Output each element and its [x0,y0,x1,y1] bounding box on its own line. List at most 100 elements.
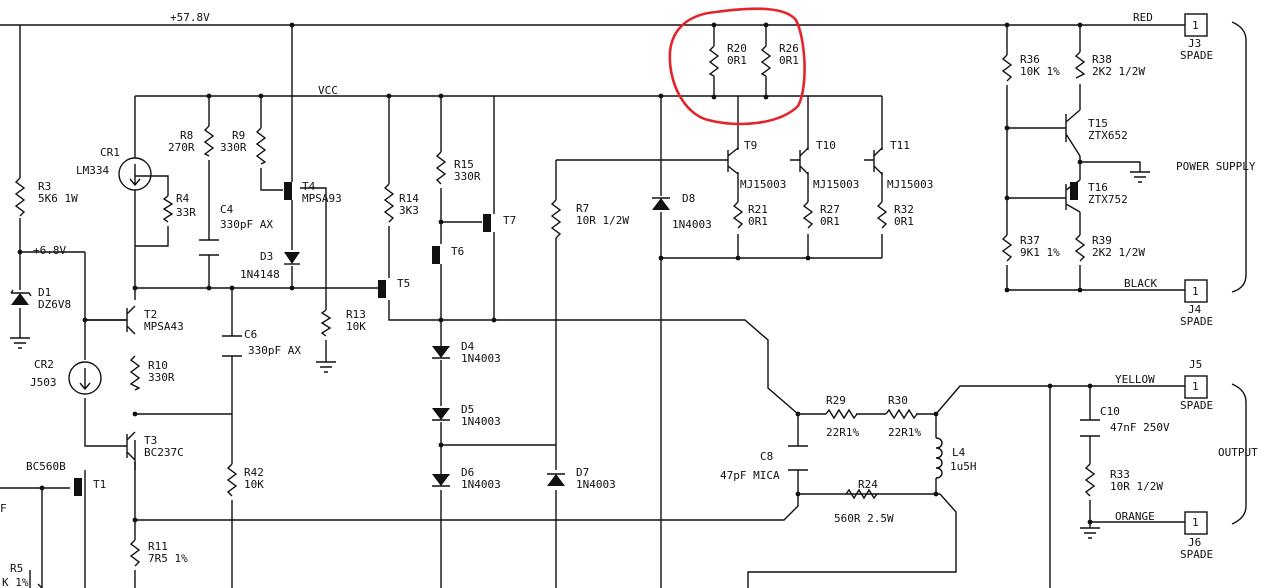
label-r30: R30 [888,394,908,407]
label-r9-value: 330R [220,141,247,154]
label-r14: R14 [399,192,419,205]
wires [0,21,1247,588]
label-t4-value: MPSA93 [302,192,342,205]
label-t16-value: ZTX752 [1088,193,1128,206]
label-black: BLACK [1124,277,1157,290]
label-r36: R36 [1020,53,1040,66]
label-t3: T3 [144,434,157,447]
label-r39-value: 2K2 1/2W [1092,246,1145,259]
label-power-supply: POWER SUPPLY [1176,160,1256,173]
label-r29-value: 22R1% [826,426,859,439]
label-d7-value: 1N4003 [576,478,616,491]
label-d8-value: 1N4003 [672,218,712,231]
label-r20: R20 [727,42,747,55]
label-c10: C10 [1100,405,1120,418]
label-yellow: YELLOW [1115,373,1155,386]
label-d8: D8 [682,192,695,205]
diodes [10,197,670,487]
label-r8-value: 270R [168,141,195,154]
highlight-r20-r26 [668,7,806,126]
label-r8: R8 [180,129,193,142]
label-j5-type: SPADE [1180,399,1213,412]
label-t3-value: BC237C [144,446,184,459]
connectors [1184,13,1208,535]
label-r37: R37 [1020,234,1040,247]
label-c10-value: 47nF 250V [1110,421,1170,434]
label-j5: J5 [1189,358,1202,371]
label-r5: R5 [10,562,23,575]
label-t6: T6 [451,245,464,258]
label-d6-value: 1N4003 [461,478,501,491]
label-r11: R11 [148,540,168,553]
label-r33: R33 [1110,468,1130,481]
label-r29: R29 [826,394,846,407]
label-mj-t11: MJ15003 [887,178,933,191]
label-r11-value: 7R5 1% [148,552,188,565]
label-t2-value: MPSA43 [144,320,184,333]
label-r4-value: 33R [176,206,196,219]
label-output: OUTPUT [1218,446,1258,459]
label-d1-value: DZ6V8 [38,298,71,311]
label-r30-value: 22R1% [888,426,921,439]
label-t2: T2 [144,308,157,321]
label-mj-t10: MJ15003 [813,178,859,191]
label-c4: C4 [220,203,234,216]
label-r21-value: 0R1 [748,215,768,228]
label-r7-value: 10R 1/2W [576,214,629,227]
label-r13-value: 10K [346,320,366,333]
label-r24: R24 [858,478,878,491]
label-j6-type: SPADE [1180,548,1213,561]
label-r33-value: 10R 1/2W [1110,480,1163,493]
label-vcc: VCC [318,84,338,97]
label-r37-value: 9K1 1% [1020,246,1060,259]
label-r42-value: 10K [244,478,264,491]
labels: +57.8V VCC RED 1 J3 SPADE POWER SUPPLY R… [0,11,1258,588]
label-r42: R42 [244,466,264,479]
label-j4: J4 [1188,303,1202,316]
label-d4: D4 [461,340,475,353]
label-mj-t9: MJ15003 [740,178,786,191]
capacitors [199,239,1100,471]
label-t1: T1 [93,478,106,491]
label-r38-value: 2K2 1/2W [1092,65,1145,78]
label-r27-value: 0R1 [820,215,840,228]
label-r10-value: 330R [148,371,175,384]
label-r14-value: 3K3 [399,204,419,217]
label-t15: T15 [1088,117,1108,130]
label-t10: T10 [816,139,836,152]
label-r39: R39 [1092,234,1112,247]
junctions [17,22,1093,525]
label-r26-value: 0R1 [779,54,799,67]
label-r24-value: 560R 2.5W [834,512,894,525]
inductor-l4 [935,437,943,479]
label-j6-pin: 1 [1192,516,1199,529]
label-j3: J3 [1188,37,1201,50]
label-r13: R13 [346,308,366,321]
label-t5: T5 [397,277,410,290]
label-d3: D3 [260,250,273,263]
label-c4-value: 330pF AX [220,218,273,231]
transistors [74,109,1081,496]
label-t7: T7 [503,214,516,227]
label-r10: R10 [148,359,168,372]
label-v68: +6.8V [33,244,66,257]
label-c8: C8 [760,450,773,463]
label-j4-pin: 1 [1192,285,1199,298]
label-cr1-value: LM334 [76,164,109,177]
label-cr2-value: J503 [30,376,57,389]
label-j6: J6 [1188,536,1201,549]
label-t15-value: ZTX652 [1088,129,1128,142]
label-rail-hv: +57.8V [170,11,210,24]
label-d6: D6 [461,466,474,479]
label-c6-value: 330pF AX [248,344,301,357]
label-j5-pin: 1 [1192,380,1199,393]
label-r38: R38 [1092,53,1112,66]
label-j3-type: SPADE [1180,49,1213,62]
label-r5-value: K 1% [2,576,29,588]
label-cr1: CR1 [100,146,120,159]
label-t16: T16 [1088,181,1108,194]
label-t9: T9 [744,139,757,152]
label-j3-pin: 1 [1192,19,1199,32]
